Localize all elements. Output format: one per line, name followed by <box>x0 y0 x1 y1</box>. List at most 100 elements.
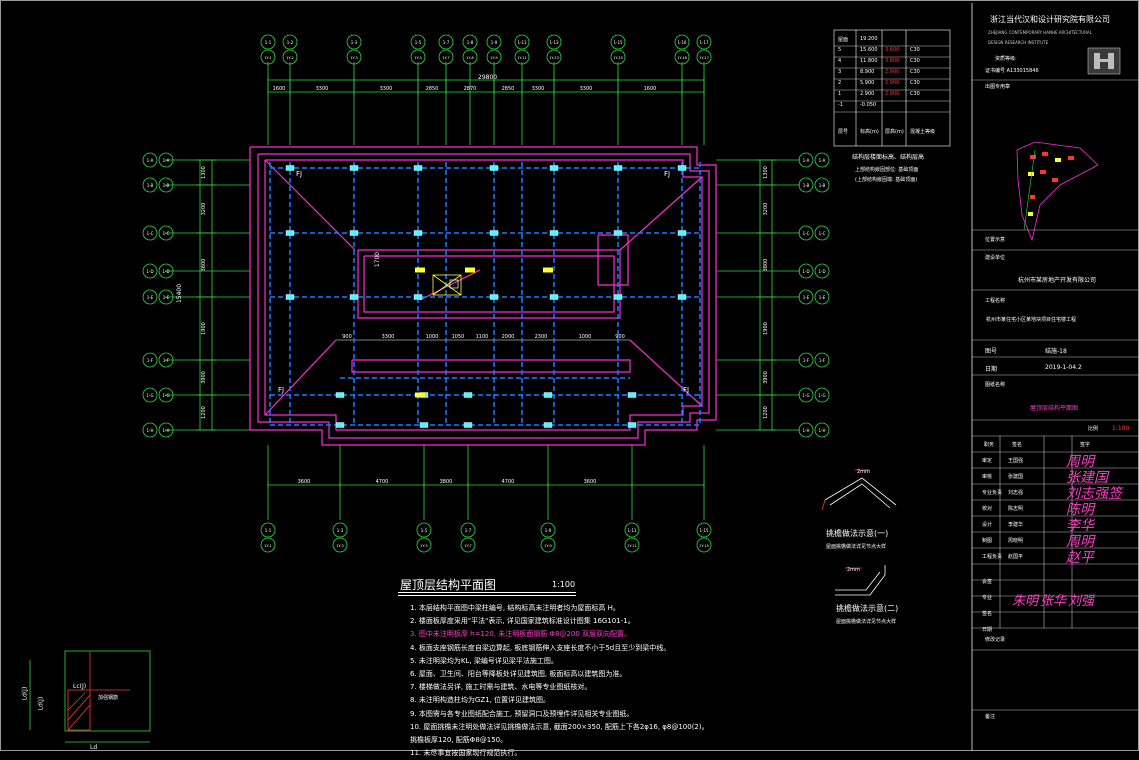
axis-label-top: 1-9 <box>491 40 498 45</box>
table-cell: C30 <box>910 58 920 64</box>
seal-label: 出图专用章 <box>985 84 1011 90</box>
column <box>613 230 623 236</box>
axis-bubble-top-sub <box>514 49 530 65</box>
axis-label-top-sub: 1Y-13 <box>549 56 559 60</box>
axis-label-top-sub: 1Y-17 <box>699 56 709 60</box>
axis-bubble-top-sub <box>346 49 362 65</box>
cert-no: 证书编号 A133015846 <box>985 68 1039 74</box>
dim-text-right: 3900 <box>763 371 769 384</box>
dim-text-mid: 2300 <box>535 334 548 340</box>
column-corner-detail <box>29 650 151 743</box>
axis-bubble-bottom <box>260 522 276 538</box>
company-name: 浙江当代汉和设计研究院有限公司 <box>990 15 1110 24</box>
column <box>463 392 473 398</box>
axis-bubble-top-sub <box>486 49 502 65</box>
axis-label-left: 1-G <box>146 393 153 398</box>
corner-label-5: 加强钢筋 <box>98 695 119 701</box>
table-cell: C30 <box>910 91 920 97</box>
countersign-signature: 张华 <box>1040 594 1067 609</box>
axis-bubble-bottom <box>540 522 556 538</box>
column <box>549 294 559 300</box>
axis-bubble-left-sub <box>158 289 174 305</box>
table-cell: 4 <box>838 58 842 64</box>
table-cell: 5.900 <box>860 80 875 86</box>
axis-label-top: 1-7 <box>443 40 450 45</box>
title-underline-thin <box>398 595 576 596</box>
stair-opening <box>432 274 462 296</box>
corner-label-3: Ld <box>90 744 98 751</box>
axis-bubble-right <box>798 152 814 168</box>
axis-bubble-top <box>674 34 690 50</box>
axis-bubble-left <box>142 387 158 403</box>
role-name: 赵国平 <box>1008 554 1024 560</box>
project-name: 杭州市某住宅小区某地块项目住宅楼工程 <box>986 317 1077 323</box>
axis-bubble-bottom-sub <box>332 537 348 553</box>
axis-bubble-right-sub <box>814 422 830 438</box>
company-en-1: ZHEJIANG CONTEMPORARY HANHE ARCHITECTURA… <box>988 30 1092 35</box>
dim-text-left: 1900 <box>201 322 207 335</box>
role-signature: 周明 <box>1066 534 1094 550</box>
axis-bubble-left-sub <box>158 152 174 168</box>
table-header-cell: 层高(m) <box>885 129 904 135</box>
note-line: 5. 未注明梁均为KL, 梁编号详见梁平法施工图。 <box>410 656 558 665</box>
column <box>613 165 623 171</box>
axis-label-top-sub: 1Y-7 <box>442 56 449 60</box>
axis-label-right: 1-B <box>803 183 810 188</box>
role-title: 设计 <box>982 522 993 528</box>
roles-header-cell: 签字 <box>1080 442 1091 448</box>
table-cell: 2.900 <box>885 91 900 97</box>
table-header-cell: 混凝土等级 <box>910 129 936 135</box>
column <box>627 392 637 398</box>
axis-bubble-bottom <box>460 522 476 538</box>
table-cell: 2.900 <box>885 80 900 86</box>
axis-label-bottom: 1-7 <box>465 528 472 533</box>
dim-text-left: 3800 <box>201 259 207 272</box>
axis-label-right-sub: 1-H <box>819 428 826 433</box>
dim-text-left: 1200 <box>201 406 207 419</box>
countersign-signature: 刘强 <box>1068 594 1095 609</box>
note-line: 9. 本图需与各专业图纸配合施工, 预留洞口及预埋件详见相关专业图纸。 <box>410 709 634 718</box>
scale-value: 1:100 <box>1112 425 1130 432</box>
axis-label-right-sub: 1-A <box>819 158 826 163</box>
table-cell: C30 <box>910 69 920 75</box>
corner-label-2: Ld(J) <box>21 686 29 701</box>
axis-label-top: 1-5 <box>415 40 422 45</box>
column <box>349 165 359 171</box>
axis-bubble-top-sub <box>438 49 454 65</box>
axis-label-top-sub: 1Y-11 <box>517 56 527 60</box>
axis-bubble-left-sub <box>158 225 174 241</box>
dim-text-top: 3300 <box>532 86 545 92</box>
dim-text-bottom: 3800 <box>440 479 453 485</box>
story-table <box>833 29 951 147</box>
axis-bubble-left <box>142 352 158 368</box>
axis-label-bottom: 1-11 <box>627 528 637 533</box>
dim-text-right: 3800 <box>763 259 769 272</box>
axis-label-right: 1-D <box>802 269 809 274</box>
column <box>413 165 423 171</box>
dim-text-mid: 1050 <box>452 334 465 340</box>
column <box>413 230 423 236</box>
role-title: 审定 <box>982 458 993 464</box>
role-title: 制图 <box>982 538 993 544</box>
axis-bubble-right <box>798 422 814 438</box>
axis-label-right: 1-E <box>803 295 810 300</box>
dim-text-mid: 1000 <box>579 334 592 340</box>
dim-text-top: 2850 <box>502 86 515 92</box>
axis-grid <box>165 62 800 520</box>
axis-label-right: 1-A <box>803 158 810 163</box>
cert-label: 资质等级: <box>995 56 1017 62</box>
column <box>549 230 559 236</box>
axis-bubble-top <box>282 34 298 50</box>
axis-bubble-left <box>142 152 158 168</box>
sheet-name: 屋顶层结构平面图 <box>1030 405 1079 412</box>
role-name: 陈志明 <box>1008 506 1024 512</box>
axis-bubble-top <box>486 34 502 50</box>
column <box>543 422 553 428</box>
axis-bubble-bottom <box>624 522 640 538</box>
dim-text-left: 3200 <box>201 203 207 216</box>
detail2-sub: 屋面挑檐做法详见节点大样 <box>836 619 897 625</box>
column <box>349 294 359 300</box>
axis-bubble-bottom-sub <box>260 537 276 553</box>
axis-label-bottom-sub: 1Y-9 <box>544 544 551 548</box>
axis-label-left-sub: 1-D <box>162 269 169 274</box>
